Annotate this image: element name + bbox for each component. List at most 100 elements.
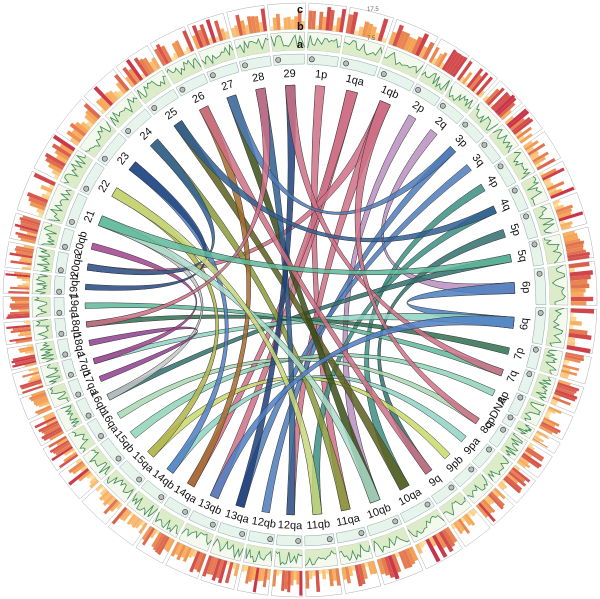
- heat-bar-25: [151, 57, 161, 70]
- heat-bar-20qb: [19, 227, 38, 235]
- heat-bar-14qa: [155, 530, 160, 535]
- heat-bar-3q: [513, 118, 534, 135]
- line-fill-23: [85, 121, 117, 158]
- line-series-17qa: [49, 386, 70, 402]
- line-series-7p: [545, 350, 558, 375]
- heat-bar-19qa: [11, 298, 30, 302]
- heat-bar-8q: [525, 448, 543, 462]
- heat-bar-21: [36, 208, 45, 215]
- heat-bar-17qb: [19, 379, 42, 388]
- heat-bar-8p: [545, 412, 550, 417]
- line-series-4p: [513, 152, 531, 180]
- heat-bar-15qb: [89, 477, 97, 485]
- link-26-9q: [198, 105, 433, 475]
- heat-bar-20qb: [14, 223, 39, 233]
- heat-bar-20qa: [9, 252, 33, 259]
- line-series-15qb: [88, 449, 111, 476]
- heat-bar-27: [199, 23, 211, 46]
- line-series-5p: [538, 206, 556, 234]
- heat-bar-14qb: [138, 522, 148, 535]
- track-letter-c: c: [297, 4, 303, 16]
- chromosome-label-6q: 6q: [518, 317, 531, 330]
- heat-bar-13qa: [226, 561, 231, 566]
- heat-bar-4q: [542, 167, 565, 181]
- heat-bar-21: [26, 192, 49, 204]
- centromere-14qb: [158, 494, 165, 500]
- heat-bar-13qa: [233, 563, 240, 577]
- heat-bar-7p: [564, 357, 581, 364]
- heat-bar-17qa: [30, 393, 47, 402]
- heat-bar-6p: [569, 274, 591, 281]
- line-plot-track-b: [31, 31, 569, 569]
- heat-bar-27: [191, 24, 204, 48]
- chromosome-label-1qa: 1qa: [345, 73, 367, 89]
- heat-bar-19qb: [10, 286, 30, 290]
- heat-bar-18qb: [23, 320, 30, 324]
- chromosome-label-2p: 2p: [410, 99, 427, 116]
- heat-bar-9pa: [506, 473, 519, 484]
- heat-bar-16qb: [45, 418, 58, 426]
- heat-bar-11qb: [331, 568, 337, 581]
- heat-bar-9pb: [476, 504, 489, 518]
- centromere-16qb: [85, 412, 92, 419]
- centromere-10qa: [424, 501, 431, 508]
- heat-bar-5q: [562, 230, 575, 237]
- line-series-19qa: [33, 296, 48, 318]
- heat-bar-27: [205, 19, 217, 44]
- line-series-4q: [527, 176, 543, 206]
- heat-bar-29: [297, 10, 302, 30]
- centromere-2q: [439, 102, 446, 109]
- heat-bar-12qa: [299, 570, 303, 596]
- heat-bar-17qa: [33, 397, 48, 405]
- heat-bar-18qa: [14, 358, 36, 365]
- heat-bar-12qb: [244, 565, 249, 572]
- line-fill-20qa: [37, 247, 55, 273]
- heat-bar-29: [290, 19, 295, 30]
- line-series-cpdna: [516, 424, 532, 435]
- heat-bar-19qb: [22, 283, 30, 286]
- link-3p-12qb: [261, 145, 457, 514]
- centromere-1p: [308, 56, 315, 63]
- heat-bar-20qb: [20, 222, 39, 230]
- centromere-14qa: [182, 508, 189, 515]
- heat-bar-12qa: [276, 570, 280, 576]
- centromere-5q: [531, 241, 538, 248]
- heat-bar-4p: [526, 146, 535, 154]
- heat-bar-4q: [543, 177, 552, 184]
- heat-bar-6q: [567, 336, 576, 343]
- heat-bar-5p: [556, 208, 573, 216]
- heat-bar-17qb: [28, 367, 39, 372]
- heat-bar-28: [260, 8, 268, 32]
- heat-bar-26: [174, 40, 185, 57]
- heat-bar-6q: [566, 345, 591, 354]
- centromere-18qb: [58, 330, 65, 337]
- link-7q-19qa: [84, 302, 504, 377]
- line-fill-13qa: [212, 535, 245, 558]
- heat-bar-24: [113, 90, 122, 99]
- heat-bar-26: [172, 52, 179, 60]
- heat-bar-19qa: [10, 311, 30, 315]
- line-series-3p: [476, 103, 499, 131]
- heat-bar-28: [233, 25, 240, 37]
- heat-bar-15qa: [99, 490, 110, 501]
- line-series-14qb: [131, 493, 159, 518]
- heat-bar-28: [244, 24, 251, 35]
- heat-bar-10qa: [415, 543, 423, 555]
- heat-bar-14qa: [154, 534, 168, 554]
- heat-bar-16qa: [71, 449, 76, 454]
- chromosome-label-20qb: 20qb: [72, 230, 90, 257]
- heat-bar-16qb: [34, 416, 57, 429]
- heat-bar-14qb: [126, 514, 137, 525]
- centromere-28: [242, 62, 248, 69]
- line-fill-1qa: [342, 40, 382, 63]
- heat-bar-11qb: [328, 569, 334, 587]
- heat-bar-2p: [431, 57, 438, 65]
- heat-bar-5p: [553, 202, 560, 208]
- heat-bar-18qa: [19, 348, 34, 353]
- line-series-11qb: [305, 550, 337, 566]
- heat-bar-22: [52, 134, 76, 152]
- chromosome-label-24: 24: [138, 126, 155, 143]
- line-fill-6q: [545, 307, 565, 347]
- line-series-1qb: [383, 51, 424, 74]
- ideogram-28: [238, 55, 272, 72]
